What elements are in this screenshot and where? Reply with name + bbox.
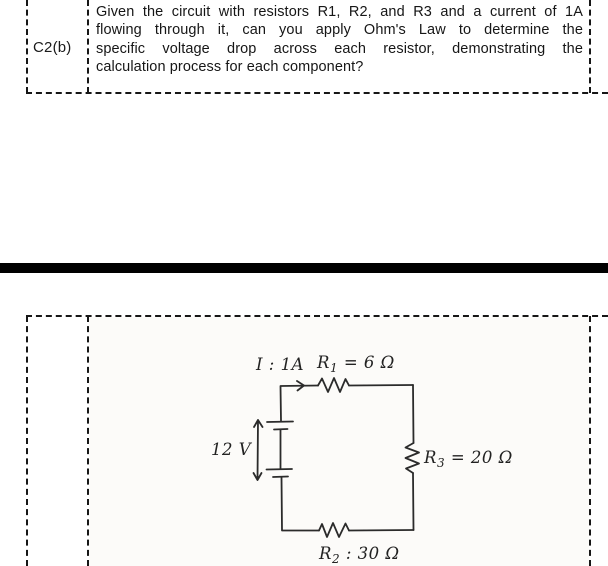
- resistor-r1-symbol: [317, 377, 350, 393]
- question-line-4: calculation process for each component?: [96, 59, 364, 76]
- question-line-1: Given the circuit with resistors R1, R2,…: [96, 4, 583, 20]
- r1-value-text: = 6 Ω: [338, 353, 395, 372]
- question-ref-cell: C2(b): [33, 39, 72, 56]
- section-divider-bar: [0, 263, 608, 273]
- r3-symbol-text: R: [423, 448, 437, 467]
- question-table-left-border: [26, 0, 28, 93]
- battery-symbol: [265, 420, 294, 478]
- r2-value-text: : 30 Ω: [340, 544, 399, 563]
- diagram-table-top-border: [26, 315, 608, 317]
- diagram-table-left-border: [26, 316, 28, 566]
- diagram-cell-background: [89, 317, 589, 566]
- diagram-table-col-divider: [87, 316, 89, 566]
- question-table-bottom-border: [26, 92, 608, 94]
- battery-plate-long-1: [266, 420, 294, 423]
- current-arrow: [296, 380, 305, 392]
- diagram-table-right-border: [589, 316, 591, 566]
- resistor-r3-symbol: [404, 442, 420, 474]
- r1-subscript: 1: [330, 361, 338, 375]
- r2-label: R2 : 30 Ω: [318, 544, 400, 566]
- r2-subscript: 2: [331, 552, 340, 566]
- r1-label: R1 = 6 Ω: [316, 353, 395, 375]
- circuit-wire-bottom-right: [348, 529, 415, 532]
- r3-value-text: = 20 Ω: [445, 448, 513, 467]
- question-line-2: flowing through it, can you apply Ohm's …: [96, 22, 583, 39]
- circuit-wire-bottom-left: [280, 476, 320, 532]
- voltage-span-arrow: [252, 419, 264, 481]
- circuit-wire-top-right: [348, 384, 414, 387]
- circuit-wire-right-lower: [412, 472, 415, 531]
- question-table-col-divider: [87, 0, 89, 93]
- circuit-wire-top-left: [279, 384, 319, 422]
- question-line-3: specific voltage drop across each resist…: [96, 40, 583, 57]
- r1-symbol-text: R: [316, 353, 330, 372]
- current-label: I : 1A: [255, 355, 304, 374]
- r3-label: R3 = 20 Ω: [423, 448, 513, 470]
- r3-subscript: 3: [437, 456, 445, 470]
- question-text-cell: Given the circuit with resistors R1, R2,…: [96, 3, 583, 77]
- battery-plate-short-2: [272, 475, 289, 478]
- circuit-wire-right-upper: [412, 384, 415, 444]
- voltage-label: 12 V: [211, 440, 253, 459]
- resistor-r2-symbol: [318, 522, 350, 538]
- question-table-right-border: [589, 0, 591, 93]
- battery-plate-long-2: [265, 468, 293, 471]
- r2-symbol-text: R: [318, 544, 332, 563]
